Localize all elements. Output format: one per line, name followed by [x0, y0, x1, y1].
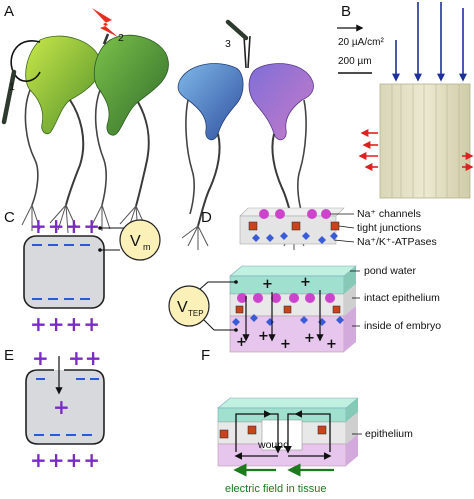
frog-legs-3-illustration: 3: [177, 19, 314, 250]
panel-f: F wound epithelium electric fi: [201, 347, 413, 495]
vtep-label: V: [177, 299, 188, 316]
epithelium-slab: + + + + + + +: [229, 265, 357, 353]
step-label-1: 1: [9, 81, 15, 93]
cell-body: [23, 235, 105, 309]
plus-left: +: [32, 346, 49, 370]
electrode-rod-3: [225, 19, 249, 41]
lightning-bolt-icon: [92, 8, 118, 37]
plus-center: +: [53, 395, 70, 419]
current-scale-label: 20 µA/cm²: [338, 37, 384, 48]
plus-row-top: ++++: [30, 214, 101, 238]
layer-label-pond-water: pond water: [364, 265, 416, 277]
tissue-image: [379, 83, 471, 199]
wound-gap: [261, 419, 303, 451]
panel-c: C ++++ ++++ V m: [4, 209, 161, 336]
vm-label: V: [130, 233, 141, 250]
panel-e: E + ++ + ++++: [4, 346, 105, 472]
panel-letter-a: A: [4, 3, 14, 20]
panel-letter-c: C: [4, 209, 15, 226]
legend-tissue-block: [239, 207, 345, 245]
plus-right: ++: [68, 346, 102, 370]
svg-text:+: +: [304, 331, 315, 346]
legend-na-k-atpases: Na⁺/K⁺-ATPases: [357, 236, 437, 248]
panel-letter-e: E: [4, 347, 14, 364]
svg-text:+: +: [280, 337, 291, 352]
wounded-epithelium-slab: [217, 397, 359, 467]
pond-water-layer: [229, 275, 345, 295]
electrode-rod-1: [1, 69, 17, 125]
svg-text:+: +: [326, 337, 337, 352]
panel-a: A 1 2: [1, 3, 314, 250]
panel-d: D Na⁺ channels tight junctions Na⁺/K⁺-AT…: [168, 207, 441, 353]
panel-letter-d: D: [201, 209, 212, 226]
panel-letter-b: B: [341, 3, 351, 20]
svg-text:+: +: [236, 335, 247, 350]
svg-text:+: +: [262, 277, 273, 292]
panel-b: B 20 µA/cm² 200 µm: [337, 2, 474, 199]
minus-row-bottom-e: [34, 434, 92, 436]
voltmeter-vtep: [168, 285, 210, 327]
frog-leg-2-illustration: 2: [91, 8, 169, 235]
layer-label-inside-embryo: inside of embryo: [364, 320, 441, 332]
length-scale-label: 200 µm: [338, 56, 372, 67]
epithelium-label: epithelium: [365, 428, 413, 440]
outward-current-arrows: [358, 129, 474, 171]
wounded-cell-body: [25, 369, 105, 445]
vm-subscript: m: [143, 242, 151, 252]
legend-na-channels: Na⁺ channels: [357, 208, 421, 220]
minus-row-top: [32, 244, 90, 246]
plus-row-bottom: ++++: [30, 312, 101, 336]
step-label-3: 3: [225, 38, 231, 50]
electric-field-label: electric field in tissue: [225, 483, 327, 495]
svg-text:+: +: [258, 329, 269, 344]
svg-text:+: +: [300, 275, 311, 290]
step-label-2: 2: [118, 32, 124, 44]
panel-letter-f: F: [201, 347, 210, 364]
plus-row-bottom-e: ++++: [30, 448, 101, 472]
wound-label: wound: [257, 439, 289, 451]
legend-tight-junctions: tight junctions: [357, 222, 421, 234]
current-loop-arrows: [234, 410, 332, 460]
inward-current-arrows: [392, 2, 467, 82]
layer-label-intact-epithelium: intact epithelium: [364, 292, 440, 304]
frog-leg-1-illustration: 1: [1, 35, 102, 234]
minus-row-bottom: [32, 298, 90, 300]
voltmeter-vm: [119, 219, 161, 261]
vtep-subscript: TEP: [188, 309, 204, 318]
